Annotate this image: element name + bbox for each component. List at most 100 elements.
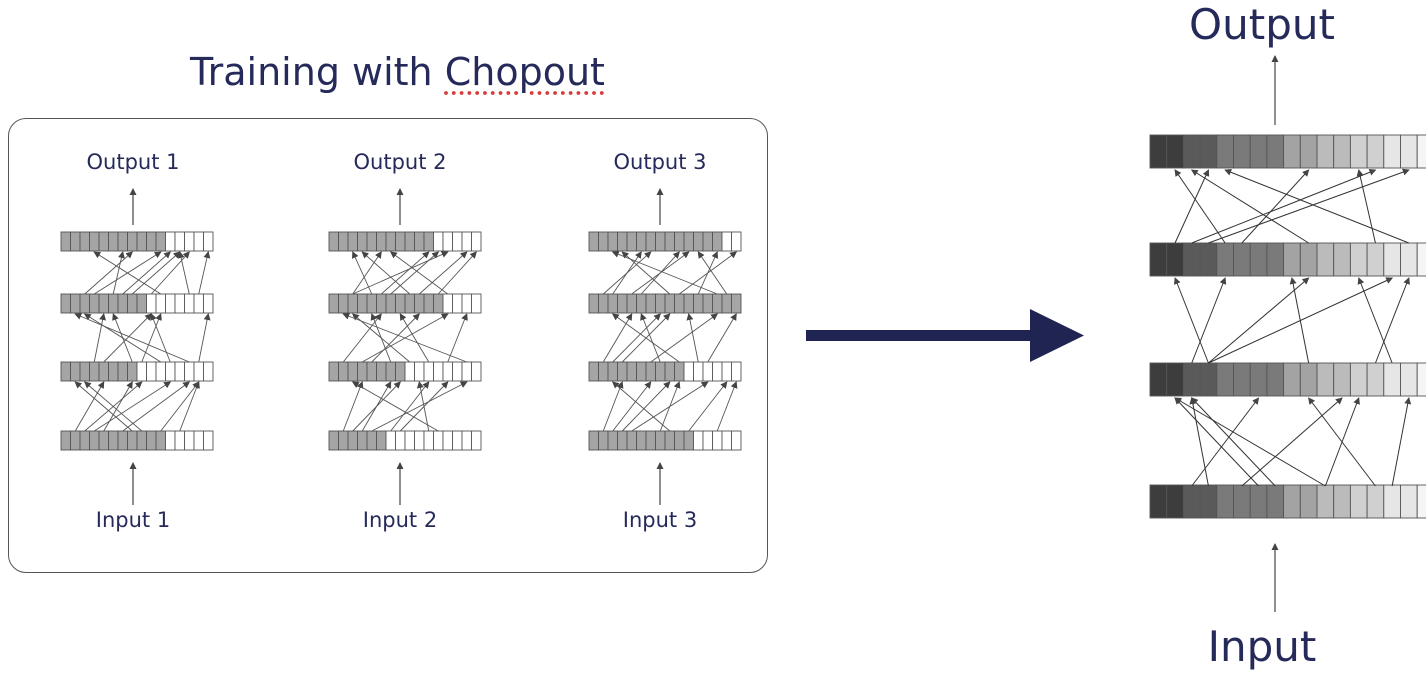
unit-3 bbox=[79, 430, 90, 451]
unit-2 bbox=[70, 293, 81, 314]
connection bbox=[697, 251, 728, 295]
unit-3 bbox=[347, 361, 358, 382]
connection bbox=[141, 313, 162, 363]
unit-16 bbox=[203, 231, 214, 252]
connection bbox=[659, 381, 681, 432]
unit-8 bbox=[127, 231, 138, 252]
connection bbox=[1191, 277, 1227, 364]
unit-8 bbox=[395, 430, 406, 451]
connection bbox=[83, 381, 143, 432]
unit-5 bbox=[1216, 242, 1234, 277]
connection bbox=[611, 250, 718, 295]
unit-2 bbox=[598, 293, 609, 314]
connection bbox=[1391, 397, 1412, 487]
connection bbox=[418, 251, 468, 295]
unit-9 bbox=[664, 430, 675, 451]
connection bbox=[716, 381, 738, 432]
connection bbox=[640, 313, 661, 363]
unit-8 bbox=[395, 231, 406, 252]
unit-10 bbox=[1299, 484, 1318, 519]
unit-3 bbox=[79, 361, 90, 382]
connection bbox=[198, 313, 211, 363]
connection bbox=[602, 313, 633, 363]
unit-7 bbox=[1249, 484, 1268, 519]
connection bbox=[1191, 397, 1276, 487]
connection bbox=[602, 251, 652, 295]
layer-1 bbox=[328, 430, 482, 451]
unit-6 bbox=[1233, 484, 1251, 519]
net2-input-label: Input 2 bbox=[362, 508, 438, 532]
unit-3 bbox=[607, 293, 618, 314]
final-layer-2 bbox=[1149, 362, 1426, 397]
unit-1 bbox=[328, 293, 339, 314]
unit-12 bbox=[1333, 484, 1351, 519]
connection bbox=[351, 381, 439, 432]
unit-8 bbox=[395, 293, 406, 314]
unit-9 bbox=[1283, 134, 1301, 169]
unit-1 bbox=[588, 361, 599, 382]
unit-9 bbox=[664, 293, 675, 314]
unit-14 bbox=[1366, 134, 1385, 169]
unit-16 bbox=[203, 293, 214, 314]
connection bbox=[150, 251, 190, 295]
unit-9 bbox=[1283, 362, 1301, 397]
unit-14 bbox=[712, 231, 723, 252]
unit-2 bbox=[1166, 362, 1184, 397]
training-panel bbox=[8, 118, 768, 573]
connection bbox=[93, 313, 107, 363]
unit-1 bbox=[60, 361, 71, 382]
unit-7 bbox=[385, 231, 396, 252]
connection bbox=[399, 313, 430, 363]
unit-4 bbox=[1199, 134, 1218, 169]
final-layer-1 bbox=[1149, 484, 1426, 519]
unit-3 bbox=[79, 231, 90, 252]
unit-1 bbox=[60, 430, 71, 451]
unit-6 bbox=[636, 361, 647, 382]
unit-16 bbox=[1400, 134, 1418, 169]
unit-3 bbox=[1182, 362, 1201, 397]
net1-output-label: Output 1 bbox=[86, 150, 180, 174]
connection bbox=[380, 251, 430, 295]
unit-5 bbox=[1216, 362, 1234, 397]
net3-input-label: Input 3 bbox=[622, 508, 698, 532]
unit-7 bbox=[1249, 242, 1268, 277]
unit-15 bbox=[721, 361, 732, 382]
unit-8 bbox=[1266, 362, 1285, 397]
unit-11 bbox=[155, 430, 166, 451]
unit-9 bbox=[664, 361, 675, 382]
unit-15 bbox=[193, 293, 204, 314]
final-network bbox=[1149, 55, 1426, 612]
connection bbox=[1374, 277, 1410, 364]
connection bbox=[612, 381, 652, 432]
connection bbox=[94, 381, 172, 432]
layer-2 bbox=[328, 361, 482, 382]
unit-13 bbox=[442, 430, 453, 451]
connection bbox=[399, 381, 449, 432]
unit-11 bbox=[155, 231, 166, 252]
unit-6 bbox=[1233, 242, 1251, 277]
unit-4 bbox=[617, 231, 628, 252]
unit-3 bbox=[607, 430, 618, 451]
unit-1 bbox=[588, 293, 599, 314]
unit-14 bbox=[184, 430, 195, 451]
unit-11 bbox=[155, 361, 166, 382]
unit-8 bbox=[127, 361, 138, 382]
unit-1 bbox=[328, 231, 339, 252]
unit-5 bbox=[98, 361, 109, 382]
unit-4 bbox=[1199, 362, 1218, 397]
unit-2 bbox=[70, 430, 81, 451]
unit-14 bbox=[712, 361, 723, 382]
unit-11 bbox=[683, 430, 694, 451]
unit-5 bbox=[626, 293, 637, 314]
training-network-2 bbox=[328, 188, 482, 505]
unit-15 bbox=[193, 430, 204, 451]
connection bbox=[611, 313, 680, 363]
unit-12 bbox=[165, 293, 176, 314]
unit-2 bbox=[338, 293, 349, 314]
unit-14 bbox=[1366, 242, 1385, 277]
connection bbox=[74, 313, 190, 363]
final-layer-3 bbox=[1149, 242, 1426, 277]
layer-3 bbox=[328, 293, 482, 314]
unit-16 bbox=[731, 361, 742, 382]
unit-12 bbox=[693, 293, 704, 314]
